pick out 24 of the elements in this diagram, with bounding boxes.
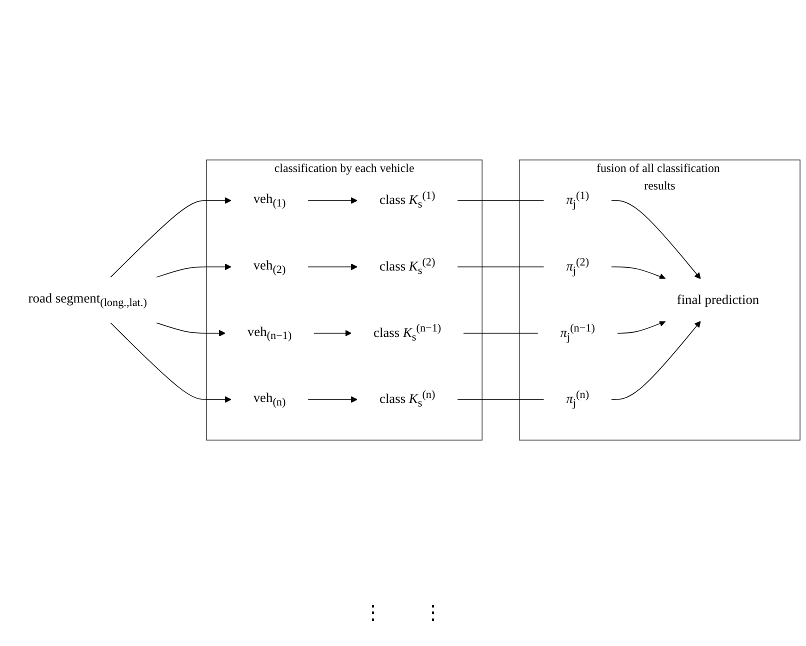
connector (463, 332, 538, 334)
node-text: veh$_{(2)}$ (253, 257, 286, 276)
node-text: veh$_{(n)}$ (253, 390, 286, 408)
node-text: road segment$_{(long.,lat.)}$ (28, 290, 147, 309)
ellipsis-label: ⋮ (363, 601, 383, 625)
arrow (611, 200, 701, 280)
arrow (314, 330, 352, 336)
arrow (156, 322, 226, 336)
arrow (308, 396, 358, 403)
node-text: veh$_{(1)}$ (253, 191, 286, 210)
arrow (110, 322, 232, 403)
arrow (156, 264, 232, 278)
arrow (611, 266, 666, 280)
ellipsis-label: ⋮ (423, 601, 443, 625)
node-text: final prediction (676, 292, 760, 308)
connector (457, 266, 544, 268)
arrow (308, 264, 358, 270)
connector (457, 200, 544, 201)
arrow (611, 320, 701, 400)
connector (457, 399, 544, 400)
node-text: veh$_{(n−1)}$ (247, 324, 292, 342)
arrow (110, 197, 232, 278)
arrow (308, 197, 358, 204)
arrow (616, 320, 666, 334)
